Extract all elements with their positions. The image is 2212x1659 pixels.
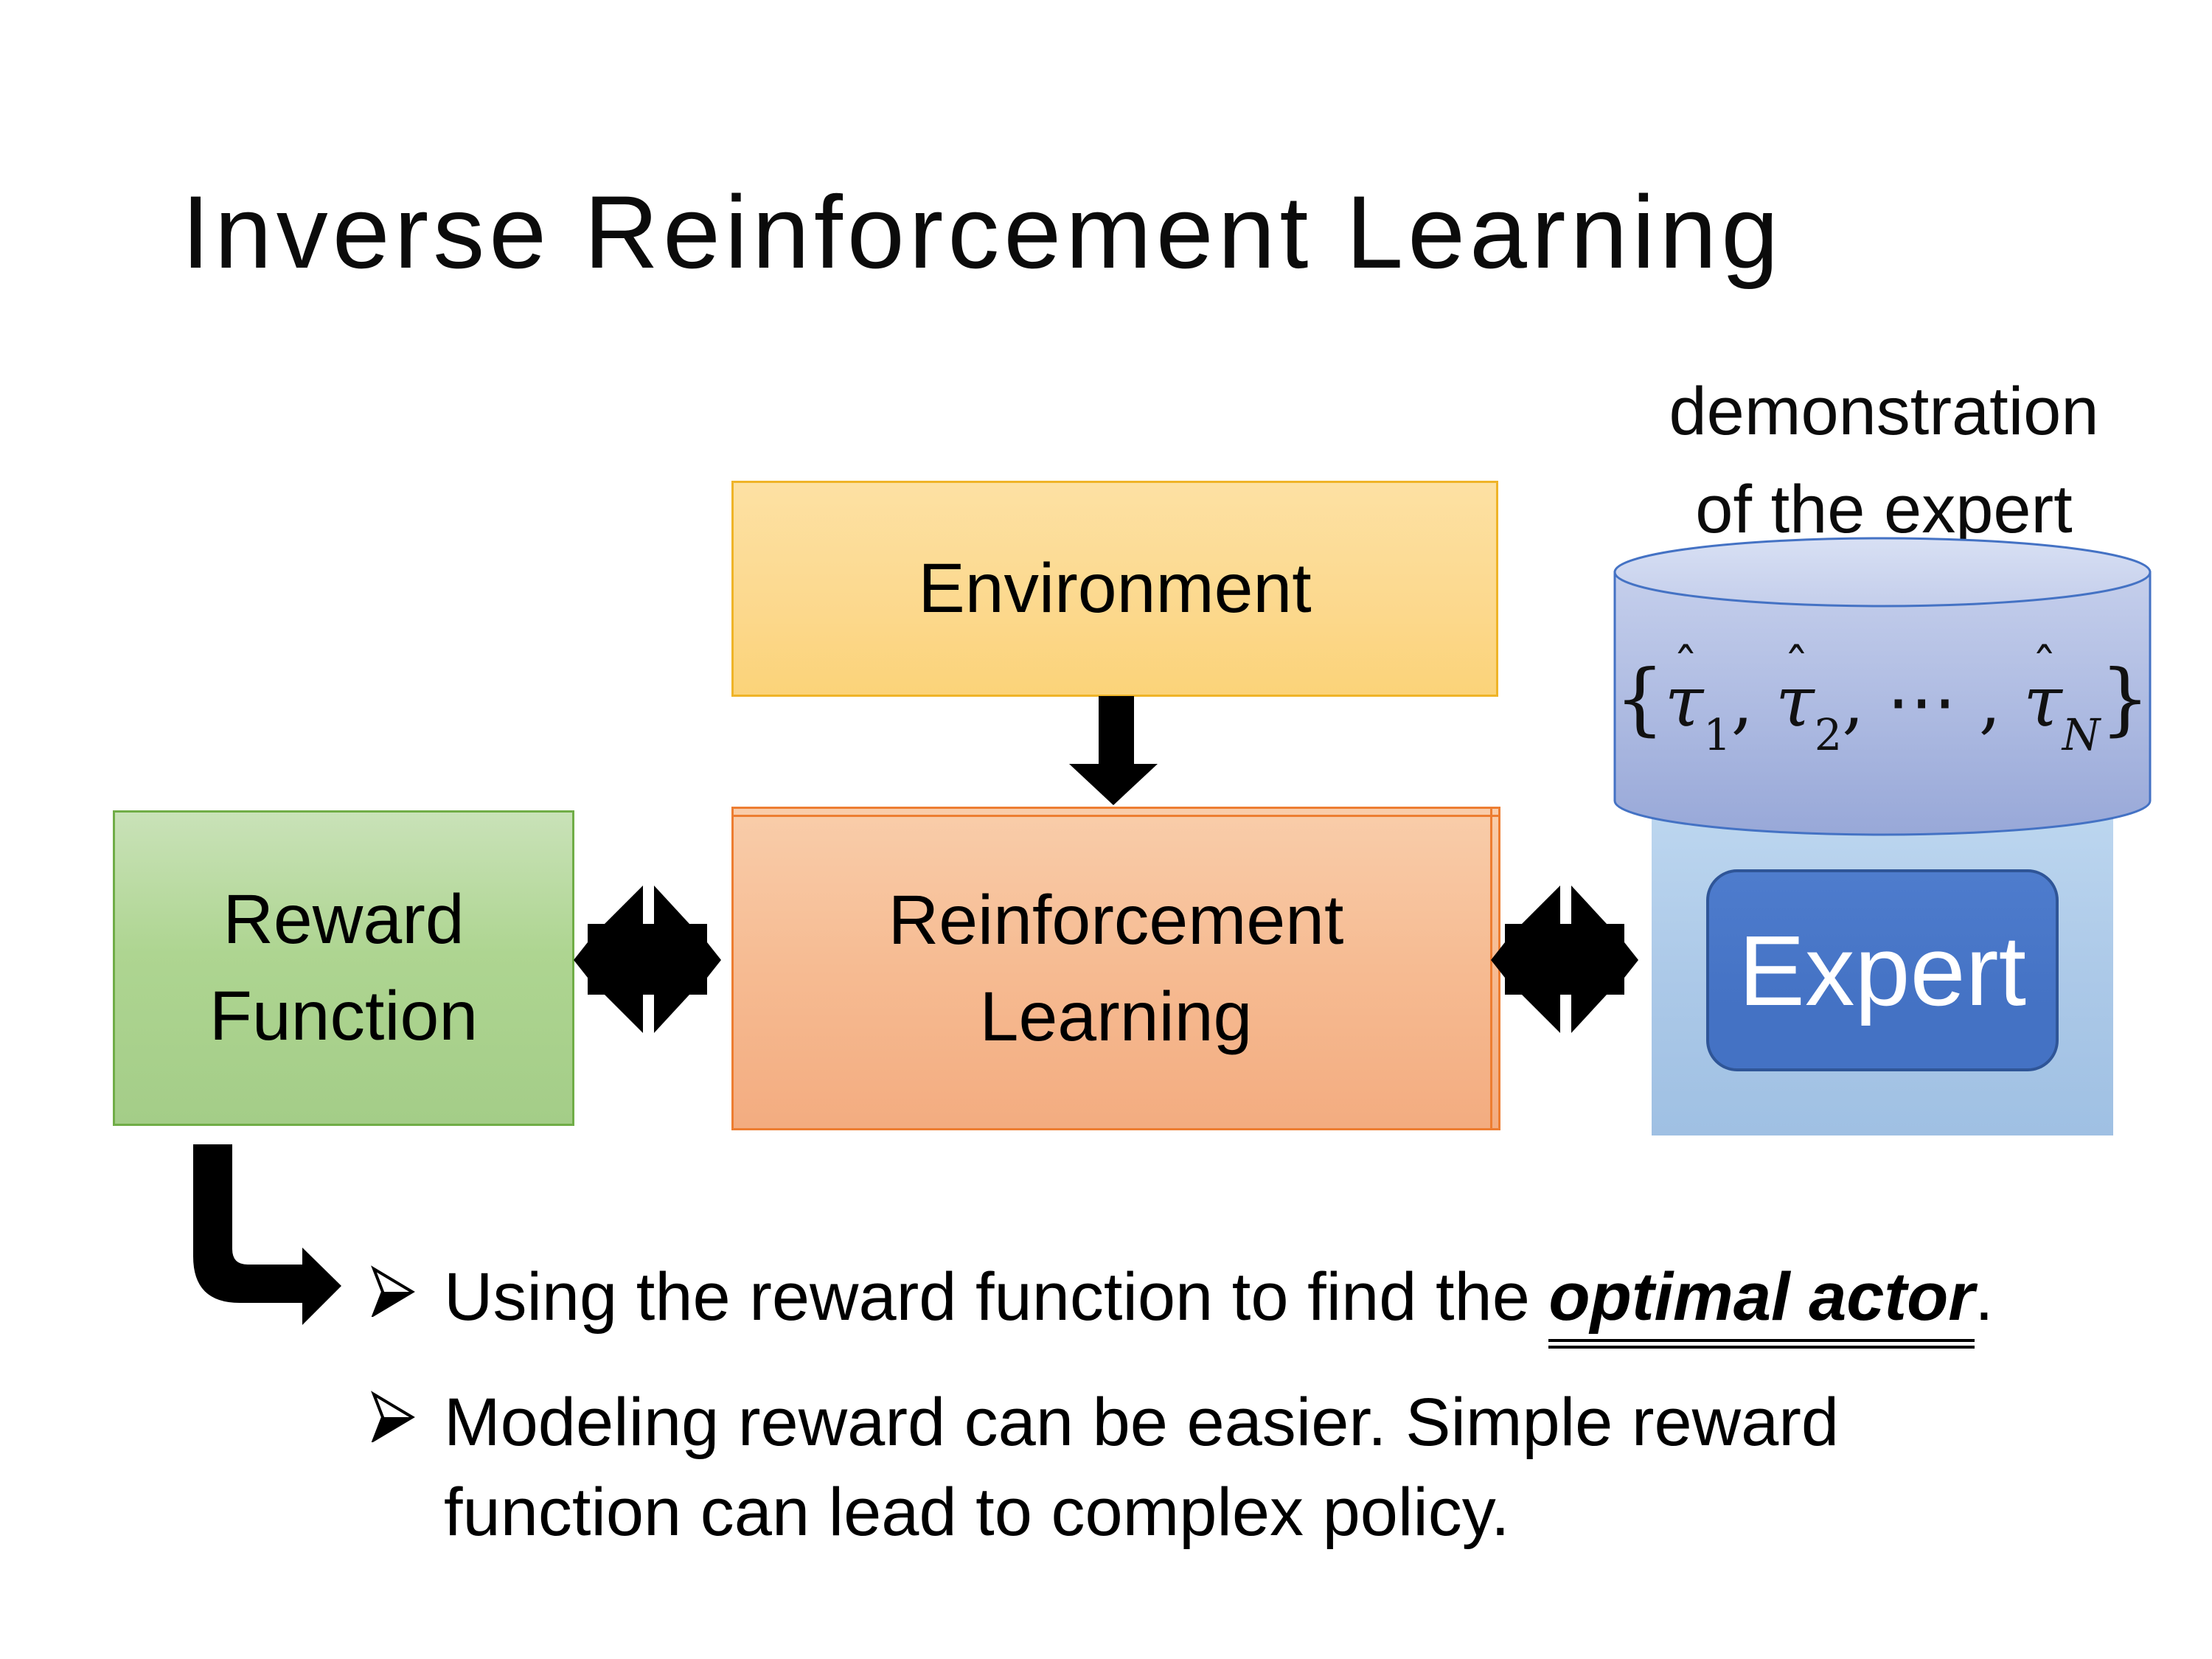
hat-accent: ˆ	[1672, 638, 1699, 697]
bullet-arrowhead-icon	[372, 1393, 414, 1441]
bent-arrow-icon	[193, 1144, 341, 1325]
reinforcement-learning-label-line2: Learning	[979, 977, 1253, 1056]
bullet-item-2: Modeling reward can be easier. Simple re…	[370, 1377, 1839, 1557]
reward-function-label-line2: Function	[209, 977, 479, 1055]
optimal-actor-emphasis: optimal actor	[1548, 1259, 1975, 1349]
bullet-arrowhead-icon	[371, 1265, 415, 1317]
expert-label: Expert	[1738, 914, 2027, 1026]
environment-label: Environment	[918, 549, 1312, 627]
reward-function-box: Reward Function	[113, 810, 574, 1126]
bullet-2-line1: Modeling reward can be easier. Simple re…	[444, 1385, 1840, 1460]
demonstration-label-line1: demonstration	[1669, 374, 2099, 449]
demonstration-label-line2: of the expert	[1695, 472, 2073, 547]
bullet-1-text: Using the reward function to find the op…	[444, 1252, 1994, 1349]
environment-box: Environment	[731, 481, 1498, 697]
reinforcement-learning-label-line1: Reinforcement	[888, 880, 1344, 959]
rl-box-inner-line-top	[734, 815, 1498, 817]
hat-accent: ˆ	[2031, 638, 2057, 697]
bullet-2-text: Modeling reward can be easier. Simple re…	[444, 1377, 1839, 1557]
double-arrow-left-icon	[574, 886, 721, 1033]
bullet-item-1: Using the reward function to find the op…	[370, 1252, 1994, 1349]
reward-function-label-line1: Reward	[223, 880, 465, 959]
demonstration-database-cylinder	[1613, 537, 2152, 836]
demonstration-label: demonstration of the expert	[1585, 363, 2183, 559]
reinforcement-learning-box: Reinforcement Learning	[731, 807, 1500, 1130]
slide-title: Inverse Reinforcement Learning	[181, 174, 1784, 290]
expert-box: Expert	[1706, 869, 2059, 1071]
down-arrow-icon	[1069, 696, 1158, 805]
rl-box-inner-line-right	[1490, 809, 1492, 1128]
hat-accent: ˆ	[1784, 638, 1809, 697]
double-arrow-right-icon	[1491, 886, 1638, 1033]
bullet-2-line2: function can lead to complex policy.	[444, 1475, 1510, 1550]
